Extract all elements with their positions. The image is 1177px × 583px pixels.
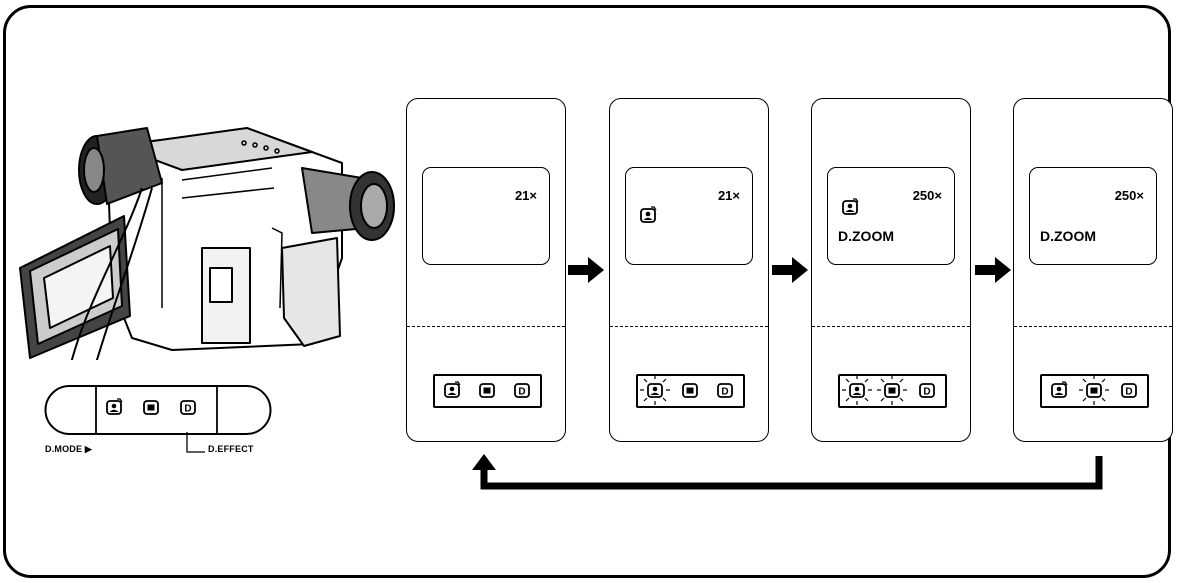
stage-2-card: 21× D: [609, 98, 769, 442]
portrait-indicator-icon: [842, 198, 859, 215]
portrait-indicator-icon: [640, 206, 657, 223]
mode-panel: D: [1040, 374, 1149, 408]
digital-effect-icon: D: [717, 383, 733, 398]
frame-mode-icon: [479, 383, 495, 398]
d-letter: D: [1125, 387, 1132, 398]
portrait-mode-icon: [444, 381, 461, 398]
viewfinder-screen: 21×: [625, 167, 753, 265]
viewfinder-screen: 250× D.ZOOM: [1029, 167, 1157, 265]
zoom-readout: 21×: [717, 188, 740, 203]
divider: [610, 326, 768, 327]
stage-4-card: 250× D.ZOOM D: [1013, 98, 1173, 442]
d-letter: D: [184, 404, 191, 415]
d-letter: D: [923, 387, 930, 398]
viewfinder-screen: 250× D.ZOOM: [827, 167, 955, 265]
digital-effect-icon: D: [514, 383, 530, 398]
zoom-readout: 250×: [912, 188, 942, 203]
dzoom-label: D.ZOOM: [838, 228, 894, 244]
digital-effect-icon: D: [919, 383, 935, 398]
mode-panel: D: [838, 374, 947, 408]
zoom-readout: 21×: [514, 188, 537, 203]
frame-mode-icon: [143, 400, 159, 415]
divider: [812, 326, 970, 327]
portrait-mode-icon: [106, 398, 123, 415]
divider: [1014, 326, 1172, 327]
portrait-mode-icon-flashing: [640, 375, 670, 405]
mode-panel: D: [433, 374, 542, 408]
portrait-mode-icon: [1051, 381, 1068, 398]
dmode-label: D.MODE ▶: [45, 444, 93, 454]
digital-effect-icon: D: [1121, 383, 1137, 398]
divider: [407, 326, 565, 327]
portrait-mode-icon-flashing: [842, 375, 872, 405]
deffect-leader-line: [186, 432, 205, 453]
d-letter: D: [518, 387, 525, 398]
right-arrow-icon: [568, 257, 604, 283]
dzoom-label: D.ZOOM: [1040, 228, 1096, 244]
d-letter: D: [721, 387, 728, 398]
right-arrow-icon: [772, 257, 808, 283]
return-loop-arrow: [472, 454, 1103, 490]
right-arrow-icon: [975, 257, 1011, 283]
viewfinder-screen: 21×: [422, 167, 550, 265]
frame-mode-icon-flashing: [877, 375, 907, 405]
stage-1-card: 21× D: [406, 98, 566, 442]
zoom-readout: 250×: [1114, 188, 1144, 203]
stage-3-card: 250× D.ZOOM: [811, 98, 971, 442]
mode-panel: D: [636, 374, 745, 408]
frame-mode-icon: [682, 383, 698, 398]
frame-mode-icon-flashing: [1079, 375, 1109, 405]
camcorder-illustration: [19, 127, 395, 360]
deffect-label: D.EFFECT: [208, 444, 254, 454]
digital-effect-icon: D: [180, 400, 196, 415]
